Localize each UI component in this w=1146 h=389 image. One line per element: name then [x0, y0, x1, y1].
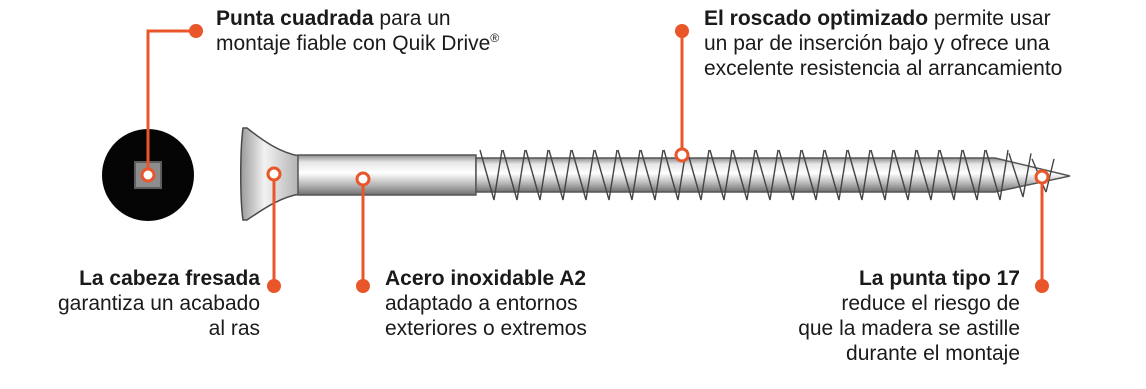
thread-line [1008, 153, 1032, 198]
thread-line [640, 149, 664, 201]
tip-text-1: reduce el riesgo de [841, 292, 1020, 315]
tip-title: La punta tipo 17 [858, 267, 1020, 290]
thread-line [824, 149, 848, 201]
thread-line [916, 149, 940, 201]
thread-dot [675, 24, 689, 38]
steel-text-2: exteriores o extremos [385, 317, 587, 340]
drive-title: Punta cuadrada [216, 7, 374, 30]
thread-title: El roscado optimizado [704, 7, 929, 30]
thread-line [778, 149, 802, 201]
callout-head: La cabeza fresada garantiza un acabado a… [58, 266, 260, 341]
steel-title: Acero inoxidable A2 [385, 267, 587, 290]
callout-steel: Acero inoxidable A2 adaptado a entornos … [385, 266, 587, 341]
steel-ring [355, 171, 371, 187]
registered-mark: ® [490, 31, 500, 45]
thread-line [962, 149, 986, 201]
tip-ring [1034, 169, 1050, 185]
thread-text-3: excelente resistencia al arrancamiento [704, 57, 1063, 80]
thread-line [893, 149, 917, 201]
thread-line [686, 149, 710, 201]
head-text-2: al ras [208, 317, 260, 340]
head-title: La cabeza fresada [79, 267, 260, 290]
callout-rings [140, 147, 1050, 187]
callout-drive: Punta cuadrada para un montaje fiable co… [216, 6, 499, 56]
thread-text-2: un par de inserción bajo y ofrece una [704, 32, 1050, 55]
thread-line [801, 149, 825, 201]
head-ring [266, 166, 282, 182]
thread-line [571, 149, 595, 201]
drive-text-1: para un [379, 7, 451, 30]
tip-text-3: durante el montaje [846, 342, 1020, 365]
tip-dot [1035, 279, 1049, 293]
drive-ring [140, 167, 156, 183]
thread-line [479, 149, 503, 201]
thread-line [548, 149, 572, 201]
callout-tip: La punta tipo 17 reduce el riesgo de que… [798, 266, 1020, 366]
drive-dot [189, 24, 203, 38]
thread-line [502, 149, 526, 201]
steel-dot [356, 279, 370, 293]
thread-line [870, 149, 894, 201]
thread-line [755, 149, 779, 201]
thread-line [594, 149, 618, 201]
callout-leaders [146, 29, 1044, 284]
head-text-1: garantiza un acabado [58, 292, 260, 315]
thread-line [525, 149, 549, 201]
callout-thread: El roscado optimizado permite usar un pa… [704, 6, 1062, 81]
thread-line [617, 149, 641, 201]
head-dot [267, 279, 281, 293]
callout-dots [189, 24, 1049, 293]
thread-line [732, 149, 756, 201]
tip-text-2: que la madera se astille [798, 317, 1020, 340]
thread-line [939, 149, 963, 201]
thread-ring [674, 147, 690, 163]
steel-text-1: adaptado a entornos [385, 292, 578, 315]
thread-line [985, 149, 1009, 201]
thread-text-1: permite usar [933, 7, 1051, 30]
drive-text-2: montaje fiable con Quik Drive [216, 32, 491, 55]
thread-line [709, 149, 733, 201]
thread-line [847, 149, 871, 201]
